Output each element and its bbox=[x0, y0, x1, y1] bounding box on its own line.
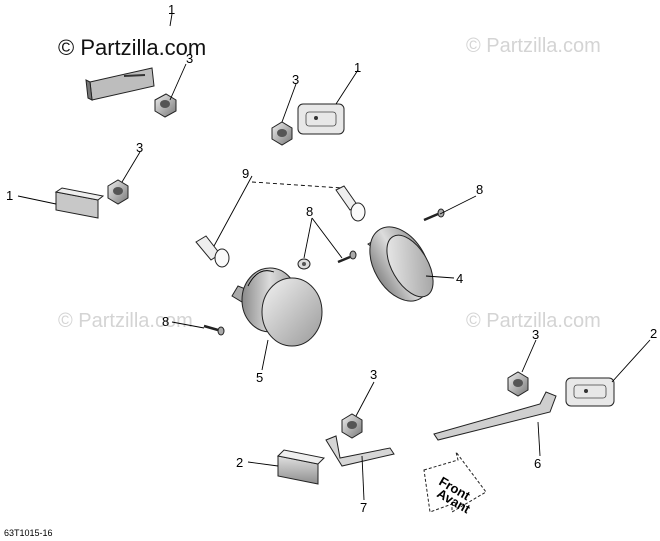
callout-1-top-center: 1 bbox=[354, 60, 361, 75]
headlamp-part-4 bbox=[367, 226, 434, 302]
callout-3-left: 3 bbox=[136, 140, 143, 155]
washer-part-8 bbox=[297, 258, 311, 270]
marker-lamp-part-2-lower bbox=[276, 449, 326, 485]
callout-3-top-center: 3 bbox=[292, 72, 299, 87]
callout-3-lower-center: 3 bbox=[370, 367, 377, 382]
callout-8-center: 8 bbox=[306, 204, 313, 219]
watermark-top-right: © Partzilla.com bbox=[466, 35, 601, 57]
callout-9: 9 bbox=[242, 166, 249, 181]
reflector-part-1-top bbox=[85, 67, 155, 101]
callout-5: 5 bbox=[256, 370, 263, 385]
nut-part-3-top-left bbox=[154, 93, 177, 118]
front-direction-arrow: Front Avant bbox=[423, 451, 487, 517]
bulb-part-9-upper bbox=[335, 185, 366, 222]
callout-3-top-left: 3 bbox=[186, 51, 193, 66]
watermark-main: © Partzilla.com bbox=[58, 35, 206, 60]
bracket-part-6 bbox=[433, 391, 557, 441]
watermark-mid-left: © Partzilla.com bbox=[58, 310, 193, 332]
callout-1-left: 1 bbox=[6, 188, 13, 203]
bracket-part-7 bbox=[325, 435, 395, 467]
headlamp-part-5 bbox=[231, 267, 323, 347]
watermark-mid-right: © Partzilla.com bbox=[466, 310, 601, 332]
screw-part-8-center bbox=[337, 250, 357, 264]
leader-lines bbox=[17, 13, 651, 501]
nut-part-3-lower-center bbox=[341, 413, 363, 439]
marker-lamp-part-2-right bbox=[565, 377, 615, 407]
callout-1-top-left: 1 bbox=[168, 2, 175, 17]
screw-part-8-right bbox=[423, 208, 445, 222]
nut-part-3-top-center bbox=[271, 121, 293, 146]
callout-3-lower-right: 3 bbox=[532, 327, 539, 342]
nut-part-3-lower-right bbox=[507, 371, 529, 397]
reflector-part-1-top-center bbox=[297, 103, 345, 135]
figure-code: 63T1015-16 bbox=[4, 528, 53, 538]
bulb-part-9-lower bbox=[195, 235, 230, 268]
callout-2-lower: 2 bbox=[236, 455, 243, 470]
nut-part-3-left bbox=[107, 179, 129, 205]
callout-7: 7 bbox=[360, 500, 367, 515]
screw-part-8-left bbox=[203, 324, 225, 336]
callout-4: 4 bbox=[456, 271, 463, 286]
callout-8-left: 8 bbox=[162, 314, 169, 329]
callout-6: 6 bbox=[534, 456, 541, 471]
callout-2-right: 2 bbox=[650, 326, 657, 341]
reflector-part-1-left bbox=[54, 187, 105, 219]
callout-8-right: 8 bbox=[476, 182, 483, 197]
